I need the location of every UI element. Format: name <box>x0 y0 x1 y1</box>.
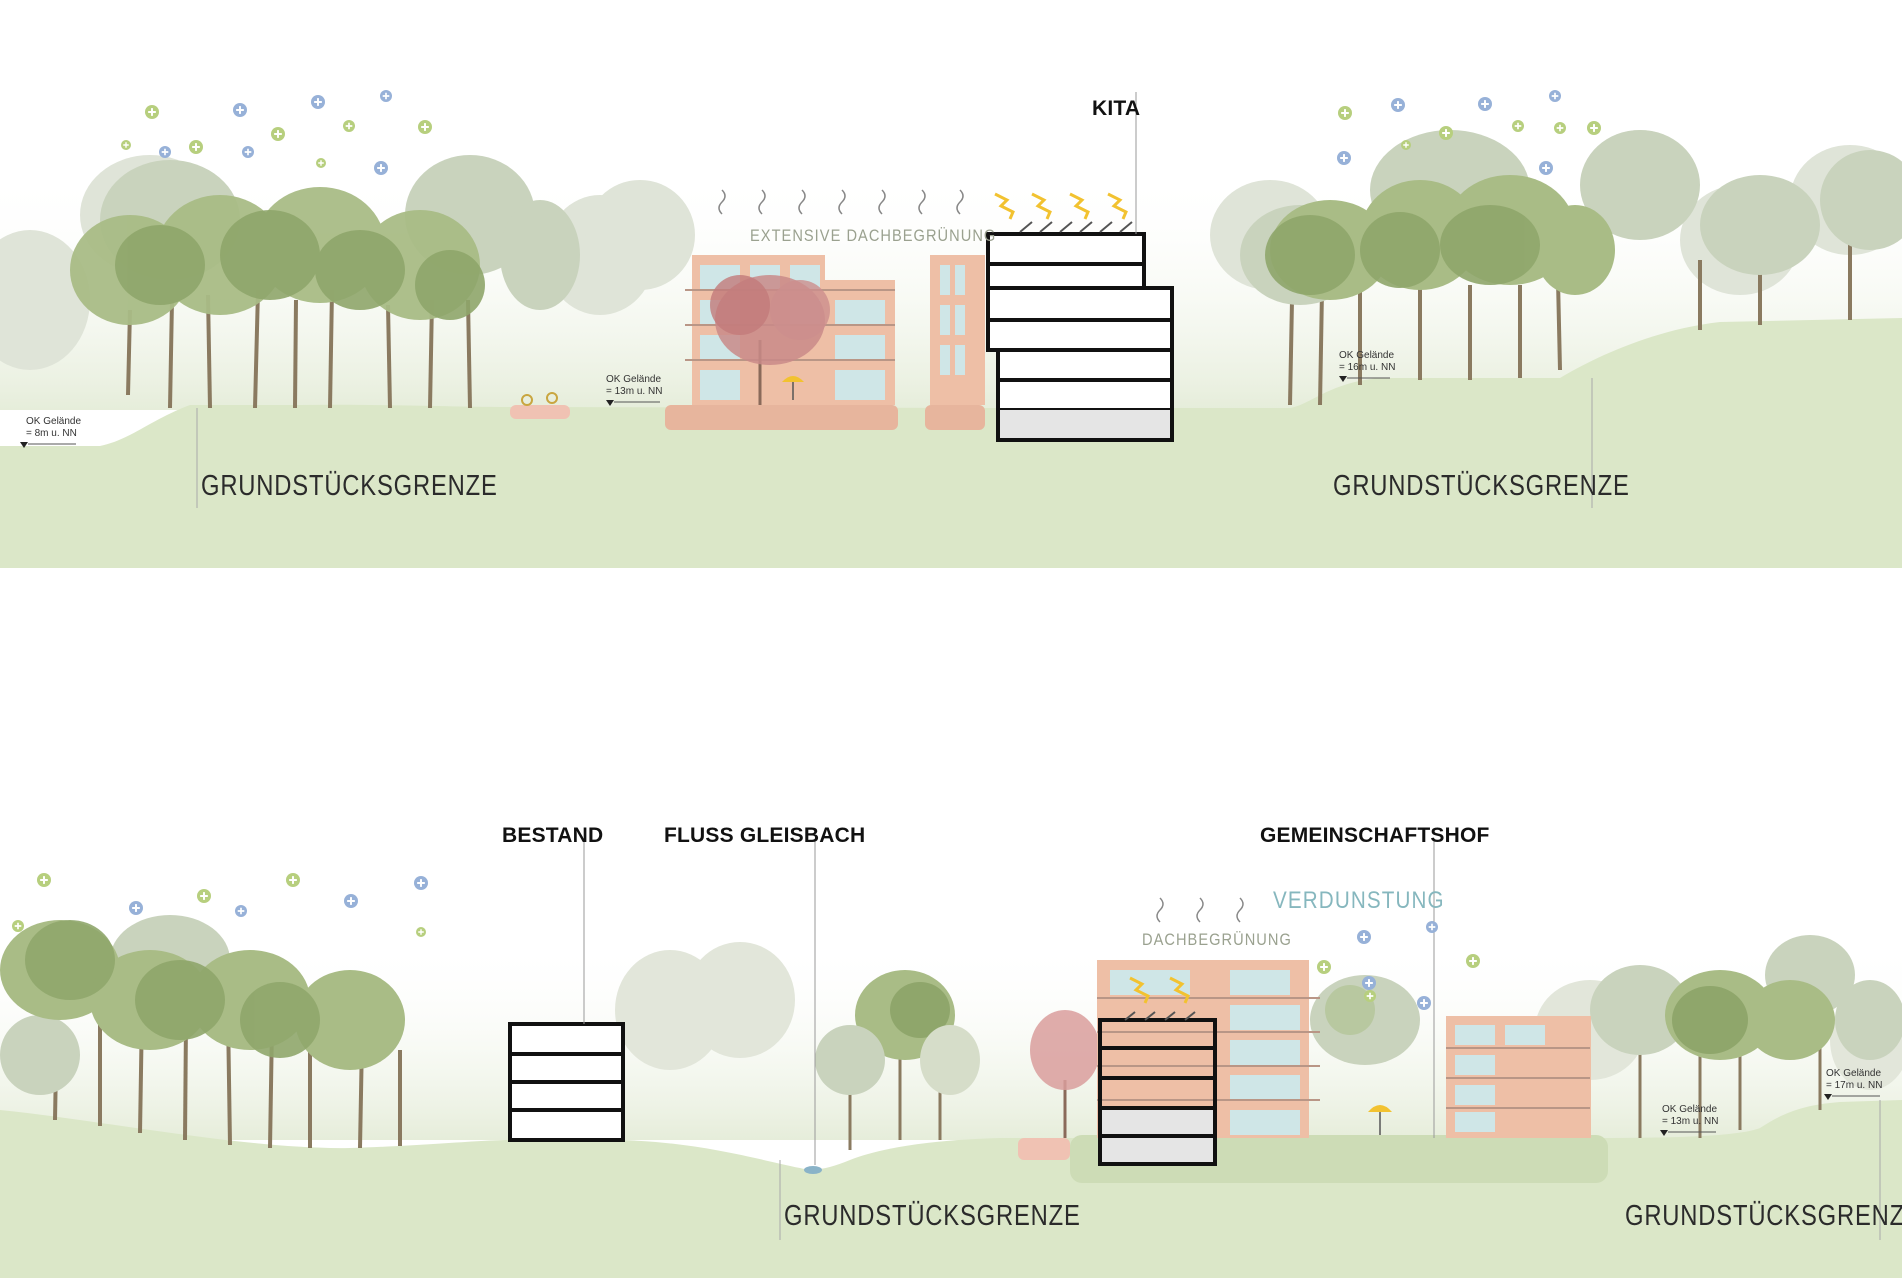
section-top <box>0 90 1902 568</box>
plus-circle-icon <box>159 146 171 158</box>
plus-circle-icon <box>129 901 143 915</box>
plus-circle-icon <box>1401 140 1411 150</box>
label-gemeinschaftshof: GEMEINSCHAFTSHOF <box>1260 824 1490 847</box>
level-marker-value: = 13m u. NN <box>606 386 663 397</box>
sun-ray-icons-top <box>994 192 1128 220</box>
vapor-icons-top <box>718 189 964 215</box>
label-verdunstung: VERDUNSTUNG <box>1273 887 1445 914</box>
tree-cluster-bottom-left <box>0 915 405 1149</box>
plus-circle-icon <box>1317 960 1331 974</box>
plus-circle-icon <box>374 161 388 175</box>
plus-circle-icon <box>1338 106 1352 120</box>
plus-circle-icon <box>235 905 247 917</box>
level-marker-bottom-2: OK Gelände = 17m u. NN <box>1826 1068 1882 1092</box>
kita-section <box>986 221 1174 442</box>
label-property-boundary-top-right: GRUNDSTÜCKSGRENZE <box>1333 470 1630 502</box>
label-fluss-gleisbach: FLUSS GLEISBACH <box>664 824 866 847</box>
tree-cluster-top-left <box>70 155 580 409</box>
ground-terrain-top <box>0 318 1902 568</box>
plus-circle-icon <box>286 873 300 887</box>
plus-circle-icons-top <box>121 90 1601 175</box>
label-property-boundary-bottom-left: GRUNDSTÜCKSGRENZE <box>784 1200 1081 1232</box>
plus-circle-icon <box>344 894 358 908</box>
river-gleisbach <box>804 1166 822 1174</box>
tree-cluster-bottom-right <box>1310 935 1902 1138</box>
level-marker-bottom-1: OK Gelände = 13m u. NN <box>1662 1104 1718 1128</box>
plus-circle-icon <box>1362 976 1376 990</box>
level-marker-label: OK Gelände <box>1339 350 1395 361</box>
level-marker-label: OK Gelände <box>606 374 662 385</box>
plus-circle-icon <box>1364 990 1376 1002</box>
plus-circle-icon <box>1549 90 1561 102</box>
label-kita: KITA <box>1092 97 1141 120</box>
level-marker-icons-top <box>20 376 1390 448</box>
level-marker-value: = 16m u. NN <box>1339 362 1396 373</box>
plus-circle-icon <box>1417 996 1431 1010</box>
plus-circle-icon <box>1439 126 1453 140</box>
plus-circle-icon <box>1554 122 1566 134</box>
residential-building-top <box>665 255 985 430</box>
plus-circle-icon <box>1587 121 1601 135</box>
plus-circle-icon <box>418 120 432 134</box>
sun-ray-icons-bottom <box>1129 976 1190 1004</box>
plus-circle-icon <box>1512 120 1524 132</box>
level-marker-value: = 8m u. NN <box>26 428 77 439</box>
plus-circle-icon <box>1426 921 1438 933</box>
level-marker-value: = 13m u. NN <box>1662 1116 1719 1127</box>
section-cut-building-bottom <box>1098 1011 1217 1166</box>
label-property-boundary-top-left: GRUNDSTÜCKSGRENZE <box>201 470 498 502</box>
label-bestand: BESTAND <box>502 824 604 847</box>
plus-circle-icon <box>1391 98 1405 112</box>
umbrella-icon-bottom <box>1368 1105 1392 1135</box>
plus-circle-icon <box>380 90 392 102</box>
label-extensive-dachbegruenung: EXTENSIVE DACHBEGRÜNUNG <box>750 226 997 245</box>
label-property-boundary-bottom-right: GRUNDSTÜCKSGRENZE <box>1625 1200 1902 1232</box>
terrace-red <box>1018 1138 1070 1160</box>
bicycle-icon <box>510 392 570 419</box>
plus-circle-icon <box>1478 97 1492 111</box>
plus-circle-icon <box>316 158 326 168</box>
ornamental-tree-red <box>710 275 830 405</box>
plus-circle-icon <box>1539 161 1553 175</box>
level-marker-icons-bottom <box>1660 1094 1880 1136</box>
level-marker-label: OK Gelände <box>1662 1104 1718 1115</box>
section-bottom <box>0 840 1902 1278</box>
plus-circle-icon <box>37 873 51 887</box>
plus-circle-icon <box>416 927 426 937</box>
tree-cluster-top-right <box>1240 130 1902 406</box>
plus-circle-icon <box>1337 151 1351 165</box>
umbrella-icon <box>782 376 804 400</box>
plus-circle-icon <box>197 889 211 903</box>
level-marker-label: OK Gelände <box>26 416 82 427</box>
plus-circle-icons-bottom <box>12 873 1480 1010</box>
plus-circle-icon <box>189 140 203 154</box>
bestand-section <box>508 1022 625 1142</box>
plus-circle-icon <box>1357 930 1371 944</box>
label-dachbegruenung: DACHBEGRÜNUNG <box>1142 930 1292 949</box>
plus-circle-icon <box>343 120 355 132</box>
vapor-icons-bottom <box>1156 897 1244 923</box>
plus-circle-icon <box>233 103 247 117</box>
plus-circle-icon <box>311 95 325 109</box>
tree-cluster-bottom-middle <box>815 970 1100 1150</box>
plus-circle-icon <box>242 146 254 158</box>
plus-circle-icon <box>145 105 159 119</box>
plus-circle-icon <box>1466 954 1480 968</box>
level-marker-top-3: OK Gelände = 16m u. NN <box>1339 350 1395 374</box>
plus-circle-icon <box>12 920 24 932</box>
level-marker-value: = 17m u. NN <box>1826 1080 1883 1091</box>
level-marker-label: OK Gelände <box>1826 1068 1882 1079</box>
plus-circle-icon <box>121 140 131 150</box>
level-marker-top-1: OK Gelände = 8m u. NN <box>26 416 81 440</box>
plus-circle-icon <box>271 127 285 141</box>
plus-circle-icon <box>414 876 428 890</box>
ornamental-tree-red-bottom <box>1030 1010 1100 1090</box>
level-marker-top-2: OK Gelände = 13m u. NN <box>606 374 662 398</box>
